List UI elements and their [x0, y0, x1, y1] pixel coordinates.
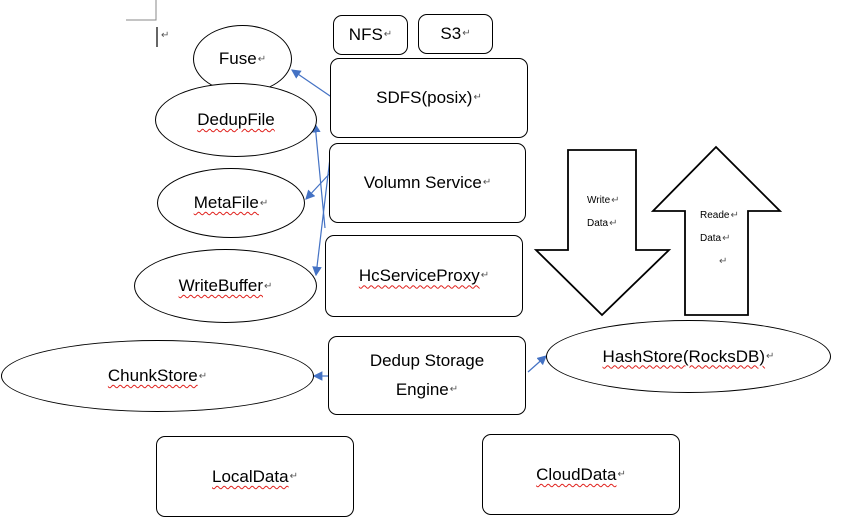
- dedup-storage-engine-box: Dedup Storage Engine↵: [328, 336, 526, 415]
- paragraph-mark: ↵: [161, 30, 170, 41]
- s3-label: S3: [440, 24, 462, 44]
- dedupfile-ellipse: DedupFile: [155, 83, 317, 157]
- chunkstore-ellipse: ChunkStore↵: [1, 340, 314, 412]
- hashstore-ellipse: HashStore(RocksDB)↵: [546, 320, 831, 393]
- read-data-label: Reade↵ Data↵ ↵: [700, 210, 739, 268]
- writebuffer-ellipse: WriteBuffer↵: [134, 249, 317, 323]
- connector-sdfs-fuse: [291, 69, 334, 99]
- hcserviceproxy-box: HcServiceProxy↵: [325, 235, 523, 317]
- localdata-label: LocalData: [212, 466, 289, 486]
- volumn-service-label: Volumn Service: [363, 173, 482, 193]
- dedup-storage-engine-line2: Engine: [395, 379, 449, 399]
- volumn-service-box: Volumn Service↵: [329, 143, 526, 223]
- sdfs-box: SDFS(posix)↵: [330, 58, 528, 138]
- metafile-ellipse: MetaFile↵: [157, 168, 305, 238]
- hcserviceproxy-label: HcServiceProxy: [358, 266, 480, 286]
- metafile-label: MetaFile: [193, 193, 259, 212]
- page-corner-guide: [126, 0, 157, 21]
- write-data-arrow: [533, 149, 672, 317]
- s3-box: S3↵: [418, 14, 493, 54]
- fuse-label: Fuse: [218, 49, 257, 68]
- nfs-box: NFS↵: [333, 15, 408, 55]
- read-data-arrow: [650, 145, 783, 316]
- localdata-box: LocalData↵: [156, 436, 354, 517]
- dedupfile-label: DedupFile: [197, 110, 275, 129]
- clouddata-box: CloudData↵: [482, 434, 680, 515]
- sdfs-label: SDFS(posix): [376, 88, 473, 108]
- connector-volumn-writebuffer: [312, 157, 331, 277]
- hashstore-label: HashStore(RocksDB): [602, 346, 766, 366]
- write-data-label: Write↵ Data↵: [587, 195, 620, 230]
- connector-engine-hashstore: [527, 355, 547, 373]
- fuse-ellipse: Fuse↵: [193, 25, 292, 93]
- clouddata-label: CloudData: [536, 464, 617, 484]
- dedup-storage-engine-line1: Dedup Storage: [369, 351, 485, 371]
- chunkstore-label: ChunkStore: [107, 366, 198, 385]
- nfs-label: NFS: [348, 25, 383, 45]
- writebuffer-label: WriteBuffer: [178, 276, 263, 295]
